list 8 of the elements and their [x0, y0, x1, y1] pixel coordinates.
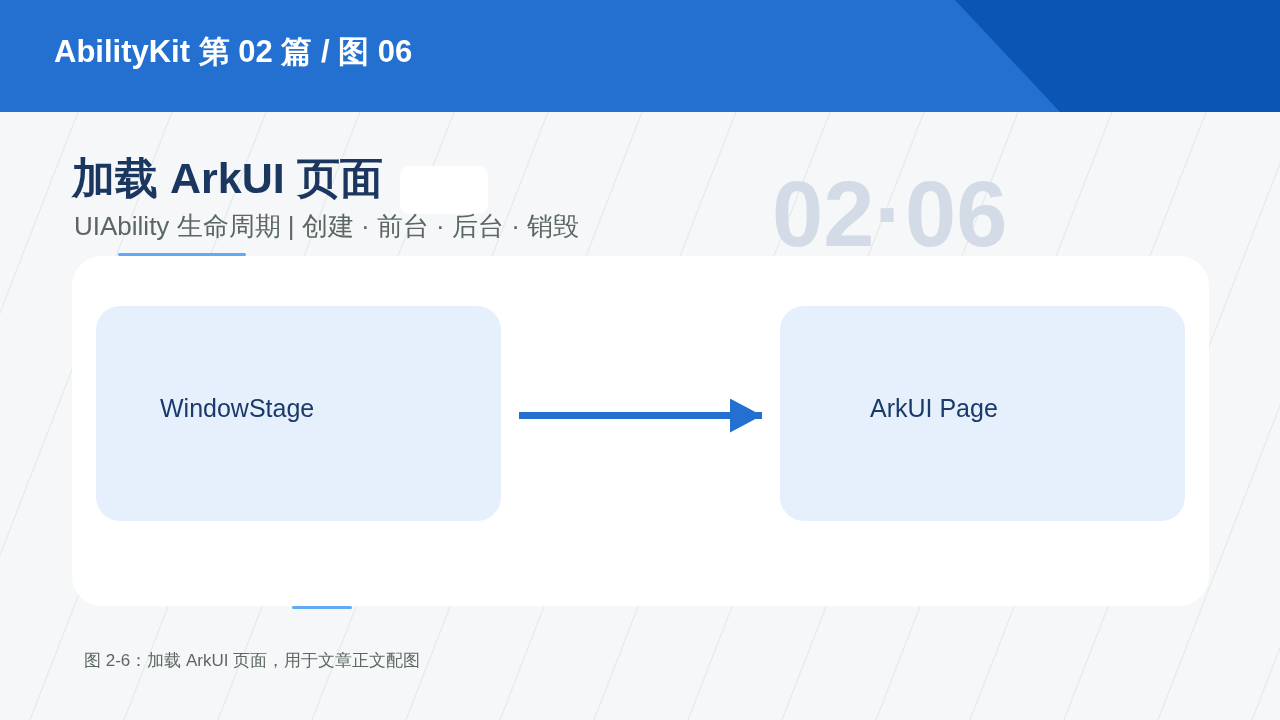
- process-box: [96, 306, 501, 521]
- caption: 图 2-6：加载 ArkUI 页面，用于文章正文配图: [84, 650, 421, 672]
- heading: 加载 ArkUI 页面: [72, 153, 383, 204]
- process-box: [780, 306, 1185, 521]
- header-title: AbilityKit 第 02 篇 / 图 06: [54, 33, 413, 71]
- box-label: ArkUI Page: [870, 394, 998, 423]
- box-label: WindowStage: [160, 394, 315, 423]
- subtitle: UIAbility 生命周期 | 创建 · 前台 · 后台 · 销毁: [74, 210, 580, 243]
